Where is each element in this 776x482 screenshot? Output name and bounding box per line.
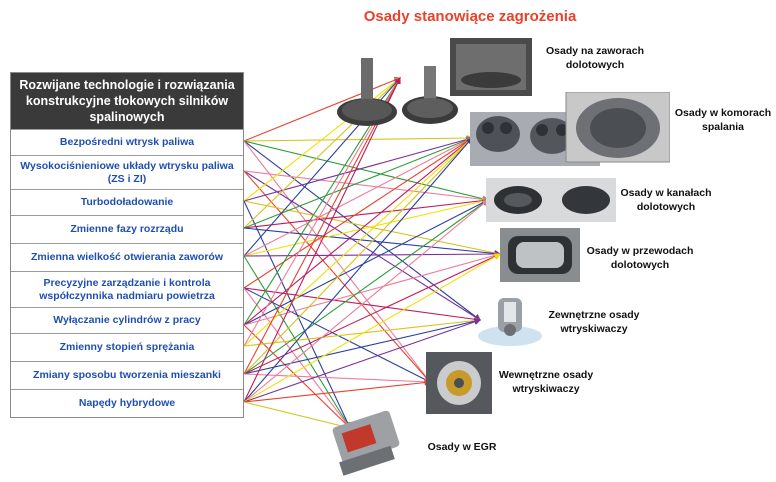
connection-arrow <box>243 140 481 321</box>
connection-arrow <box>243 199 489 326</box>
tech-item: Napędy hybrydowe <box>11 389 243 417</box>
deposit-label-intake-valves: Osady na zaworach dolotowych <box>545 45 645 71</box>
tech-item: Zmienna wielkość otwierania zaworów <box>11 243 243 271</box>
intake-manifold-photo <box>500 228 580 282</box>
tech-item: Precyzyjne zarządzanie i kontrola współc… <box>11 271 243 307</box>
deposit-label-combustion-chambers: Osady w komorach spalania <box>674 107 772 133</box>
page-title: Osady stanowiące zagrożenia <box>363 8 577 25</box>
combustion-chambers-photo <box>470 92 670 168</box>
tech-item: Zmiany sposobu tworzenia mieszanki <box>11 361 243 389</box>
tech-item: Zmienne fazy rozrządu <box>11 215 243 243</box>
intake-valves-photo <box>332 38 532 130</box>
connection-arrow <box>243 170 481 321</box>
connection-arrow <box>243 170 490 203</box>
connection-arrow <box>243 379 432 403</box>
deposit-label-egr: Osady w EGR <box>427 441 497 453</box>
tech-item: Wysokociśnieniowe układy wtrysku paliwa … <box>11 155 243 189</box>
connection-arrow <box>243 137 473 347</box>
connection-arrow <box>243 77 401 375</box>
connection-arrow <box>243 170 431 383</box>
injector-internal-photo <box>426 352 492 414</box>
connection-arrow <box>243 401 352 430</box>
connection-arrow <box>243 197 490 229</box>
connection-arrow <box>243 253 501 403</box>
connection-arrow <box>243 255 351 429</box>
tech-item: Wyłączanie cylindrów z pracy <box>11 307 243 333</box>
connection-arrow <box>243 77 401 403</box>
connection-arrow <box>243 136 474 202</box>
connection-arrow <box>243 200 502 257</box>
deposit-label-injector-external: Zewnętrzne osady wtryskiwaczy <box>548 309 640 335</box>
egr-valve-photo <box>330 408 410 476</box>
connection-arrow <box>243 199 489 375</box>
tech-item: Bezpośredni wtrysk paliwa <box>11 129 243 155</box>
connection-arrow <box>243 76 402 142</box>
connection-arrow <box>243 317 482 347</box>
tech-item: Zmienny stopień sprężania <box>11 333 243 361</box>
intake-ports-photo <box>486 178 616 222</box>
deposit-label-intake-manifold: Osady w przewodach dolotowych <box>586 245 694 271</box>
connection-arrow <box>243 137 473 257</box>
deposit-label-injector-internal: Wewnętrzne osady wtryskiwaczy <box>498 369 594 395</box>
connection-arrow <box>243 140 490 202</box>
connection-arrow <box>243 134 474 142</box>
connection-arrow <box>243 287 431 383</box>
tech-item: Turbodoładowanie <box>11 189 243 215</box>
connection-arrow <box>243 137 473 403</box>
connection-arrow <box>243 198 490 257</box>
connection-arrow <box>243 137 473 326</box>
connection-arrow <box>243 318 482 403</box>
technologies-header: Rozwijane technologie i rozwiązania kons… <box>11 73 243 129</box>
technologies-table: Rozwijane technologie i rozwiązania kons… <box>10 72 244 418</box>
injector-external-photo <box>474 292 546 348</box>
connection-arrow <box>243 318 482 375</box>
connection-arrow <box>243 373 432 386</box>
connection-arrow <box>243 250 502 258</box>
connection-arrow <box>243 199 489 403</box>
deposit-label-intake-ports: Osady w kanałach dolotowych <box>620 187 712 213</box>
connection-arrow <box>243 253 501 375</box>
connection-arrow <box>243 137 473 289</box>
connection-arrow <box>243 137 473 375</box>
